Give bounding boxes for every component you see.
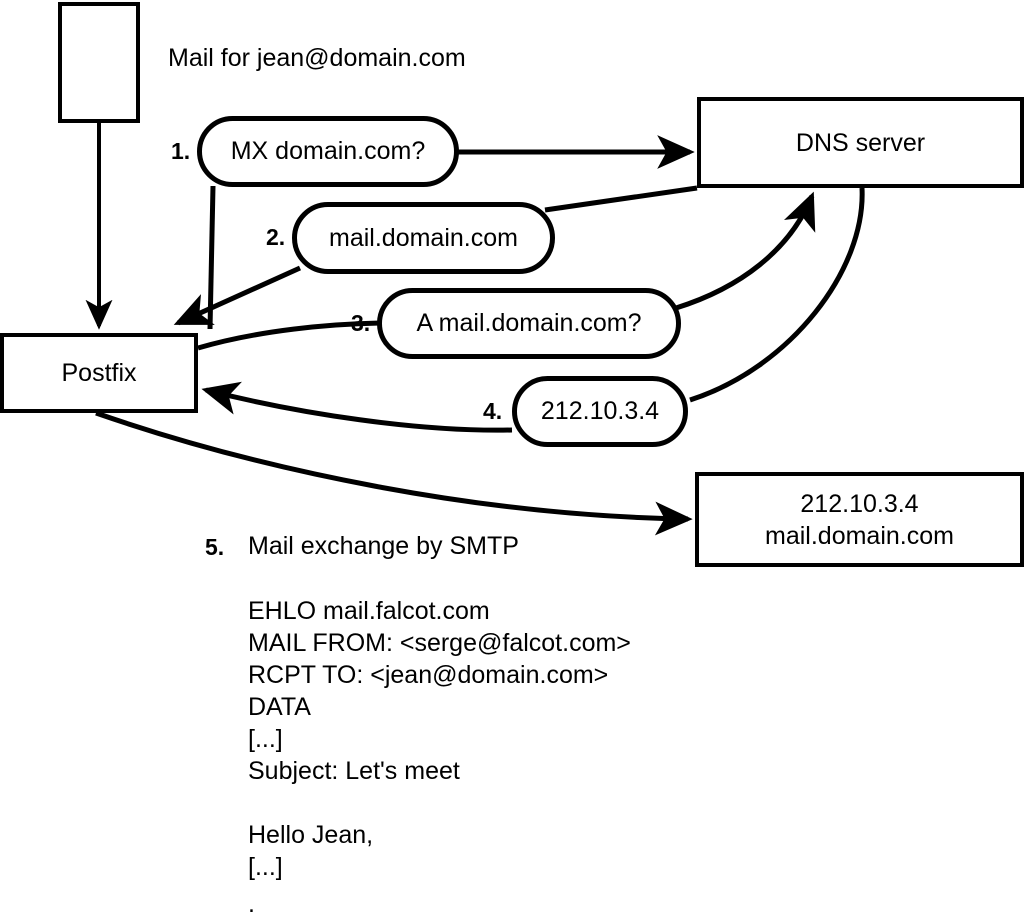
step-5-number: 5. (205, 534, 225, 560)
step-1-bubble: MX domain.com? (197, 116, 459, 187)
arrow-step2-to-postfix (173, 265, 302, 326)
step-2-number: 2. (266, 224, 286, 250)
mail-server-ip: 212.10.3.4 (800, 489, 919, 518)
dns-server-box-label: DNS server (795, 128, 926, 157)
sender-box (58, 2, 140, 123)
postfix-box-label: Postfix (61, 359, 137, 387)
arrow-step3-to-dns (675, 191, 816, 311)
postfix-box: Postfix (0, 333, 198, 413)
step-4-number: 4. (483, 398, 503, 424)
step-2-label: mail.domain.com (329, 223, 518, 252)
step-1-label: MX domain.com? (230, 137, 426, 165)
line-postfix-to-step3 (197, 320, 381, 351)
mail-server-hostname: mail.domain.com (765, 521, 954, 550)
step-2-bubble: mail.domain.com (292, 202, 555, 274)
line-dns-to-step2 (544, 185, 698, 213)
step-3-label: A mail.domain.com? (416, 309, 642, 337)
step-3-bubble: A mail.domain.com? (377, 288, 681, 359)
arrow-postfix-to-mailserver (95, 410, 693, 536)
mail-for-label: Mail for jean@domain.com (168, 44, 466, 72)
line-dns-to-step4 (689, 187, 865, 403)
step-1-number: 1. (171, 138, 191, 164)
step-3-number: 3. (351, 310, 371, 336)
dns-server-box: DNS server (697, 97, 1024, 188)
step-4-label: 212.10.3.4 (540, 397, 660, 425)
step-5-label: Mail exchange by SMTP (248, 532, 519, 560)
arrow-step4-to-postfix (201, 381, 513, 433)
step-4-bubble: 212.10.3.4 (512, 376, 688, 447)
mail-server-box: 212.10.3.4 mail.domain.com (695, 472, 1024, 567)
